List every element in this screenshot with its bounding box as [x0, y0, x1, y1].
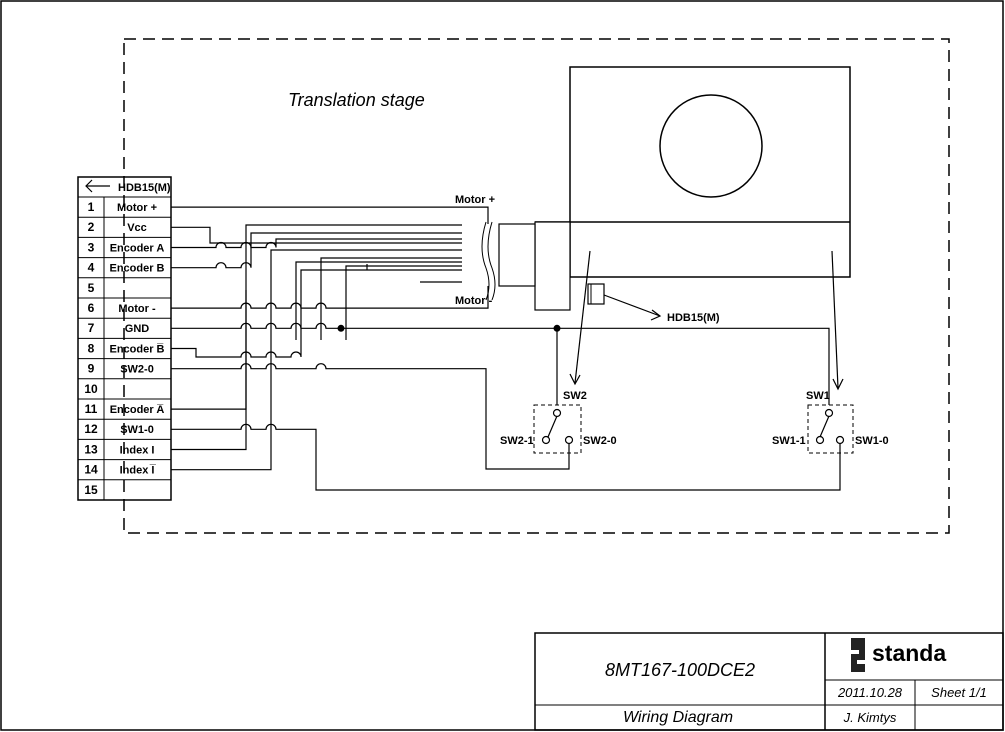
pin-label: Encoder B — [109, 263, 164, 275]
standa-logo-icon — [851, 638, 865, 672]
title-block: standa 8MT167-100DCE2 Wiring Diagram 201… — [534, 632, 1004, 731]
sw2-box — [533, 404, 582, 454]
motor-flange — [498, 223, 536, 287]
pin-number: 5 — [88, 281, 95, 295]
sw2-name: SW2 — [563, 390, 587, 402]
pin-number: 3 — [88, 240, 95, 254]
wire-group — [171, 206, 845, 491]
stage-body — [569, 66, 851, 278]
pin-number: 13 — [84, 442, 98, 456]
pin-label: Vcc — [127, 222, 147, 234]
pin-number: 1 — [88, 200, 95, 214]
switch-contact-icon — [541, 435, 551, 445]
switch-contact-icon — [824, 408, 834, 418]
switch-contact-icon — [835, 435, 845, 445]
pin-label: SW1-0 — [120, 424, 154, 436]
pin-number: 4 — [88, 261, 95, 275]
pin-number: 10 — [84, 382, 98, 396]
stage-boundary — [123, 38, 950, 534]
pin-number: 11 — [85, 402, 98, 416]
author-name: J. Kimtys — [843, 710, 897, 725]
pin-number: 9 — [88, 362, 95, 376]
pin-label: Index I — [120, 444, 155, 456]
sw1-box — [807, 404, 854, 454]
pin-number: 12 — [84, 422, 98, 436]
cable-break-2 — [487, 221, 496, 301]
sheet-number: Sheet 1/1 — [931, 685, 987, 700]
pin-number: 7 — [88, 321, 95, 335]
pin-label: SW2-0 — [120, 364, 154, 376]
pin-number: 6 — [88, 301, 95, 315]
motor-connector-label: HDB15(M) — [667, 312, 720, 324]
switch-sw1: SW1 SW1-1 SW1-0 — [772, 390, 889, 454]
sw2-right-label: SW2-0 — [583, 435, 617, 447]
motor-connector — [587, 283, 605, 305]
pin-number: 2 — [88, 220, 95, 234]
switch-contact-icon — [564, 435, 574, 445]
pin-label: Encoder A — [110, 242, 165, 254]
pin-number: 8 — [88, 341, 95, 355]
model-number: 8MT167-100DCE2 — [605, 660, 755, 680]
pin-number: 15 — [84, 483, 98, 497]
pin-label: Encoder B̅ — [109, 343, 164, 355]
sw1-left-label: SW1-1 — [772, 435, 806, 447]
pin-label: Index I̅ — [120, 465, 157, 477]
pin-label: Motor - — [118, 303, 156, 315]
switch-contact-icon — [815, 435, 825, 445]
document-title: Wiring Diagram — [623, 709, 733, 726]
title-block-frame — [534, 632, 1004, 731]
motor-housing — [534, 221, 571, 311]
gnd-junction — [337, 324, 345, 332]
brand-name: standa — [872, 640, 946, 666]
motor-plus-label: Motor + — [455, 194, 495, 206]
pin-label: Motor + — [117, 202, 157, 214]
stage-knob — [659, 94, 763, 198]
sw1-name: SW1 — [806, 390, 830, 402]
switch-contact-icon — [552, 408, 562, 418]
pin-label: Encoder A̅ — [110, 404, 165, 416]
switch-sw2: SW2 SW2-1 SW2-0 — [500, 390, 617, 454]
sw1-right-label: SW1-0 — [855, 435, 889, 447]
drawing-date: 2011.10.28 — [837, 685, 903, 700]
pin-number: 14 — [84, 463, 98, 477]
stage-label: Translation stage — [288, 90, 425, 110]
pin-label: GND — [125, 323, 150, 335]
connector-header: HDB15(M) — [118, 182, 171, 194]
motor-minus-label: Motor - — [455, 295, 493, 307]
sw2-left-label: SW2-1 — [500, 435, 534, 447]
